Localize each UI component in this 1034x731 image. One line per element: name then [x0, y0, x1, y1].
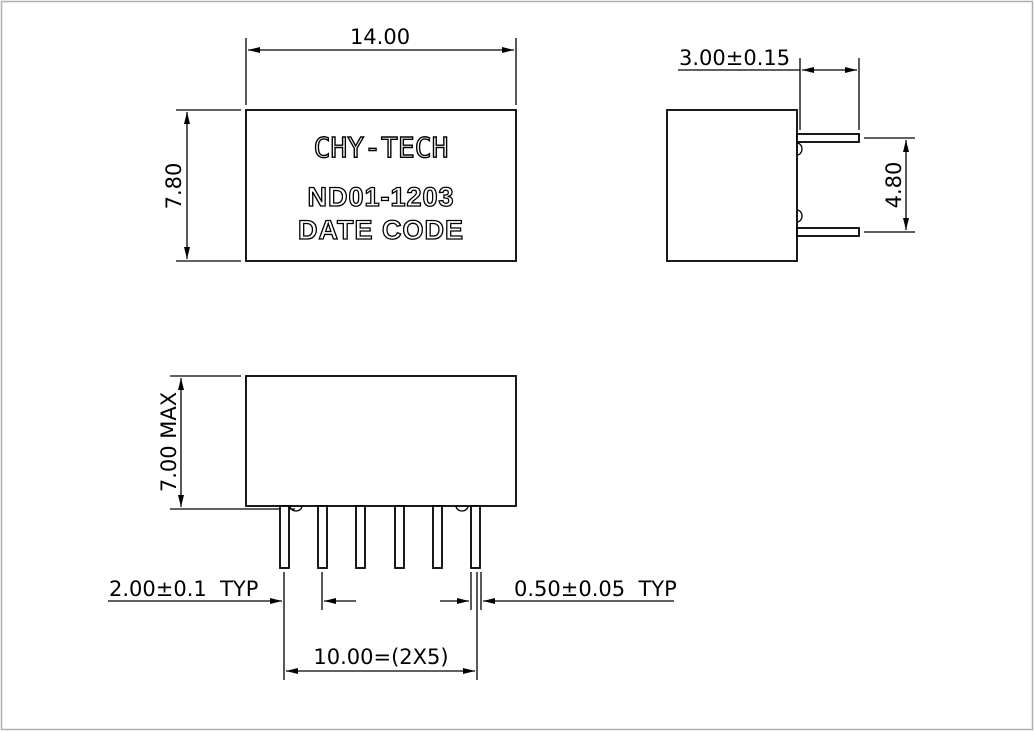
brand-marking: CHY-TECH [314, 131, 449, 164]
pin-length-dimension: 3.00±0.15 [679, 46, 790, 70]
top-height-dimension: 7.80 [162, 163, 186, 210]
side-view: 3.00±0.15 4.80 [666, 46, 915, 262]
front-pin-4 [394, 505, 405, 569]
side-pin-lower [796, 227, 860, 237]
side-pin-upper [796, 133, 860, 143]
part-number-marking: ND01-1203 [307, 182, 454, 212]
front-view-body [245, 375, 517, 507]
pitch-dimension: 2.00±0.1 TYP [109, 577, 258, 601]
pin-width-dimension: 0.50±0.05 TYP [514, 577, 677, 601]
front-pin-3 [355, 505, 366, 569]
side-view-body [666, 109, 798, 262]
date-code-marking: DATE CODE [298, 215, 464, 245]
front-pin-5 [432, 505, 443, 569]
front-pin-6 [470, 505, 481, 569]
top-width-dimension: 14.00 [350, 25, 410, 49]
front-height-dimension: 7.00 MAX [157, 392, 181, 492]
top-view-body [245, 109, 517, 262]
top-view: 14.00 7.80 CHY-TECH ND01-1203 DATE CODE [162, 25, 517, 262]
front-pin-2 [317, 505, 328, 569]
span-dimension: 10.00=(2X5) [313, 645, 448, 669]
pin-spacing-dimension: 4.80 [882, 162, 906, 209]
front-view: 7.00 MAX 2.00±0.1 TYP 0.50±0.05 TYP 10.0… [108, 375, 677, 680]
front-pin-1 [279, 505, 290, 569]
